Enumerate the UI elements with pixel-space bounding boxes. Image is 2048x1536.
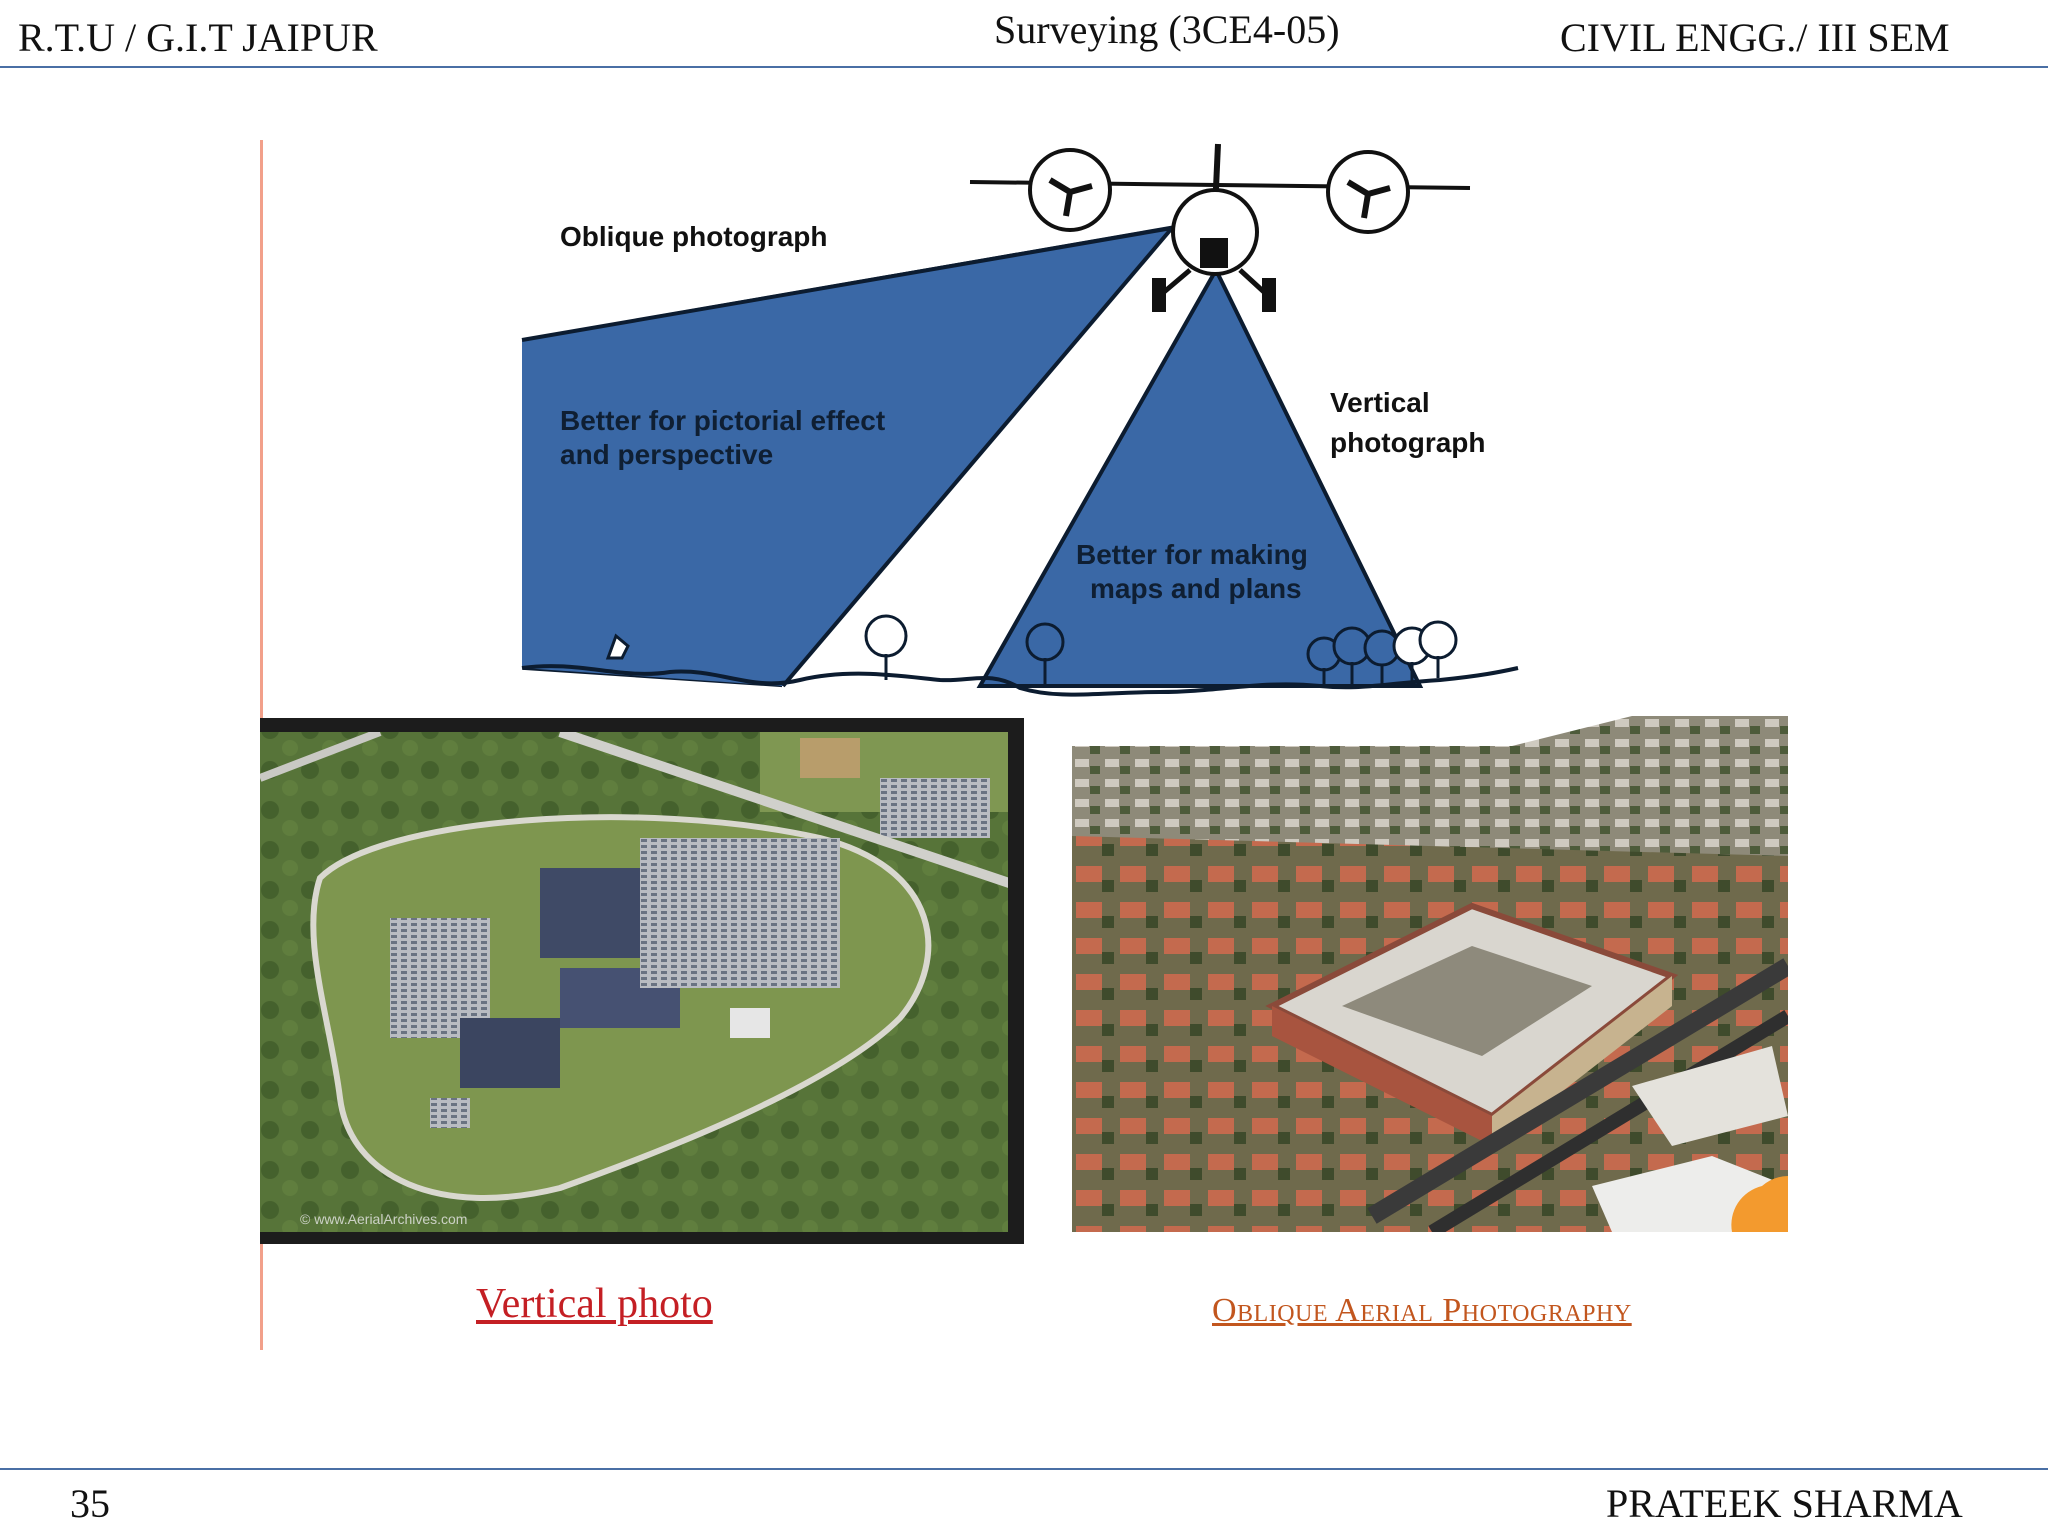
- footer-rule: [0, 1468, 2048, 1470]
- oblique-label: Oblique photograph: [560, 221, 828, 252]
- oblique-note-line-2: and perspective: [560, 439, 773, 470]
- oblique-beam-fill: [522, 228, 1172, 686]
- header-course: Surveying (3CE4-05): [994, 7, 1340, 52]
- header-department: CIVIL ENGG./ III SEM: [1560, 15, 1950, 60]
- vertical-photo-caption[interactable]: Vertical photo: [476, 1281, 713, 1327]
- vertical-label-line-1: Vertical: [1330, 387, 1430, 418]
- aerial-photography-diagram: Oblique photograph Better for pictorial …: [521, 143, 1519, 697]
- oblique-aerial-photo: [1072, 716, 1788, 1232]
- vertical-note-line-1: Better for making: [1076, 539, 1308, 570]
- vertical-note-line-2: maps and plans: [1090, 573, 1302, 604]
- ground-line: [521, 664, 1519, 697]
- tree-icon: [605, 614, 1458, 686]
- footer-author: PRATEEK SHARMA: [1606, 1481, 1963, 1526]
- oblique-note-line-1: Better for pictorial effect: [560, 405, 885, 436]
- page-number: 35: [70, 1481, 110, 1526]
- vertical-label-line-2: photograph: [1330, 427, 1486, 458]
- vertical-beam: [976, 265, 1424, 688]
- header-rule: [0, 66, 2048, 68]
- photo-watermark: © www.AerialArchives.com: [300, 1211, 467, 1227]
- oblique-photo-caption[interactable]: Oblique Aerial Photography: [1212, 1292, 1632, 1329]
- header-institution: R.T.U / G.I.T JAIPUR: [18, 15, 378, 60]
- airplane-icon: [969, 143, 1471, 312]
- vertical-aerial-photo: © www.AerialArchives.com: [260, 718, 1024, 1244]
